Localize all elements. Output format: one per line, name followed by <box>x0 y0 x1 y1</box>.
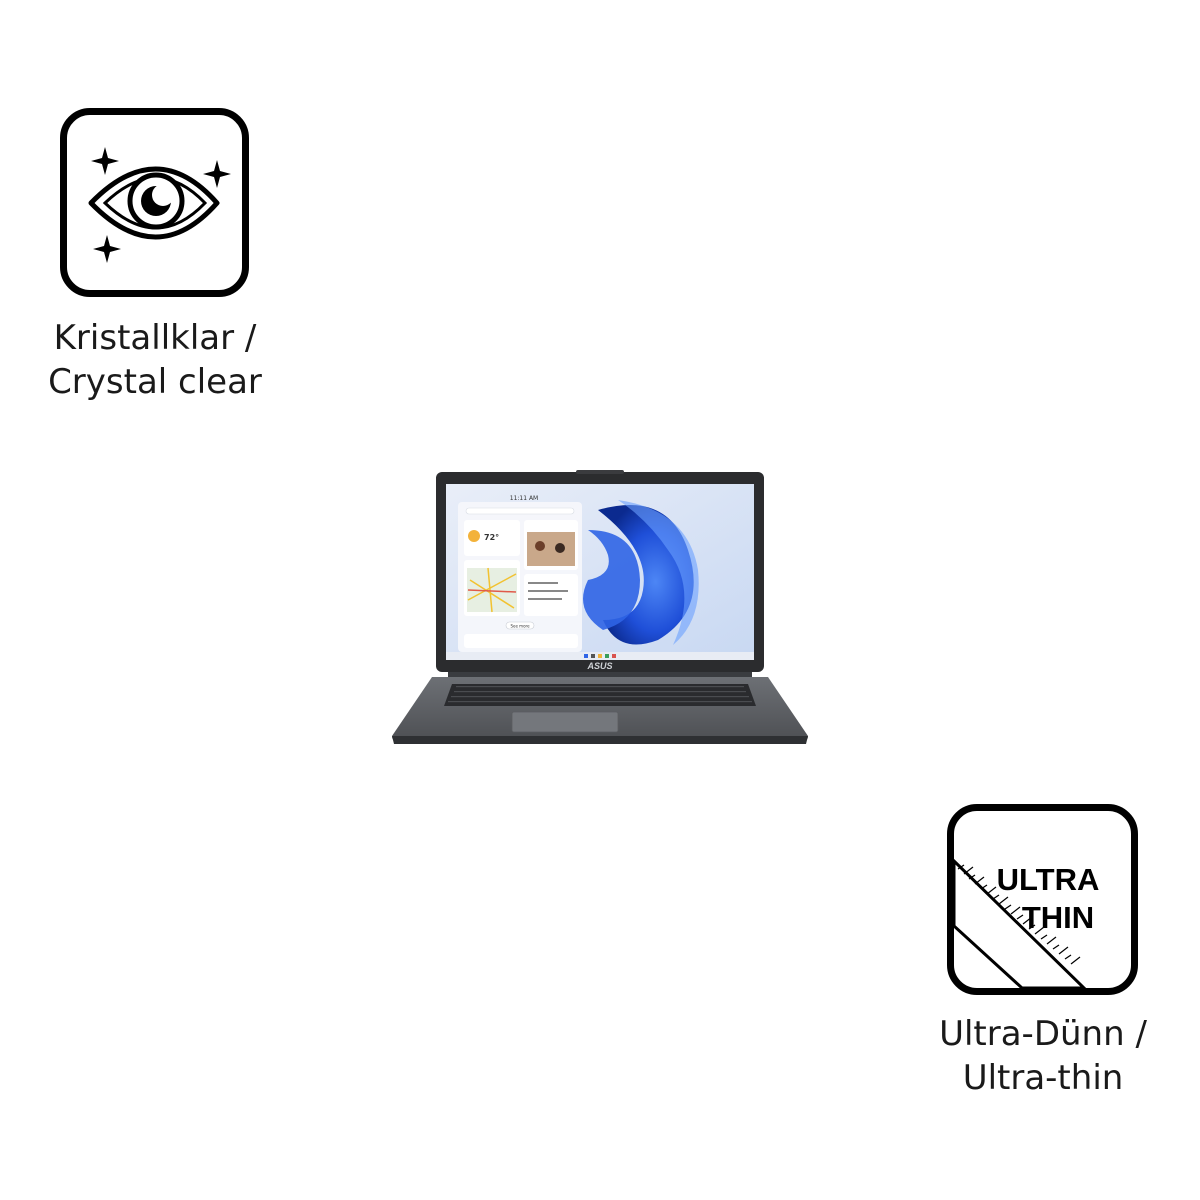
weather-temp: 72° <box>484 533 499 542</box>
crystal-clear-caption: Kristallklar / Crystal clear <box>30 316 280 404</box>
sparkle-icon <box>203 160 231 188</box>
caption-line: Ultra-thin <box>962 1058 1124 1098</box>
ultra-thin-caption: Ultra-Dünn / Ultra-thin <box>915 1012 1171 1100</box>
caption-line: Ultra-Dünn / <box>939 1014 1147 1054</box>
keyboard <box>444 684 756 706</box>
thin-label: THIN <box>1021 900 1095 935</box>
touchpad <box>511 711 619 733</box>
laptop-product-image: 11:11 AM 72° See more ASUS <box>388 470 812 746</box>
crystal-clear-eye-icon <box>60 108 249 297</box>
brand-logo: ASUS <box>586 661 612 671</box>
ultra-label: ULTRA <box>996 862 1100 897</box>
caption-line: Kristallklar / <box>53 318 257 358</box>
ultra-thin-ruler-icon: ULTRA THIN <box>947 804 1138 995</box>
sparkle-icon <box>91 147 119 175</box>
sparkle-icon <box>93 235 121 263</box>
screen-time: 11:11 AM <box>510 495 538 502</box>
wallpaper-bloom <box>583 500 699 645</box>
see-more-label: See more <box>510 624 530 629</box>
caption-line: Crystal clear <box>48 362 262 402</box>
